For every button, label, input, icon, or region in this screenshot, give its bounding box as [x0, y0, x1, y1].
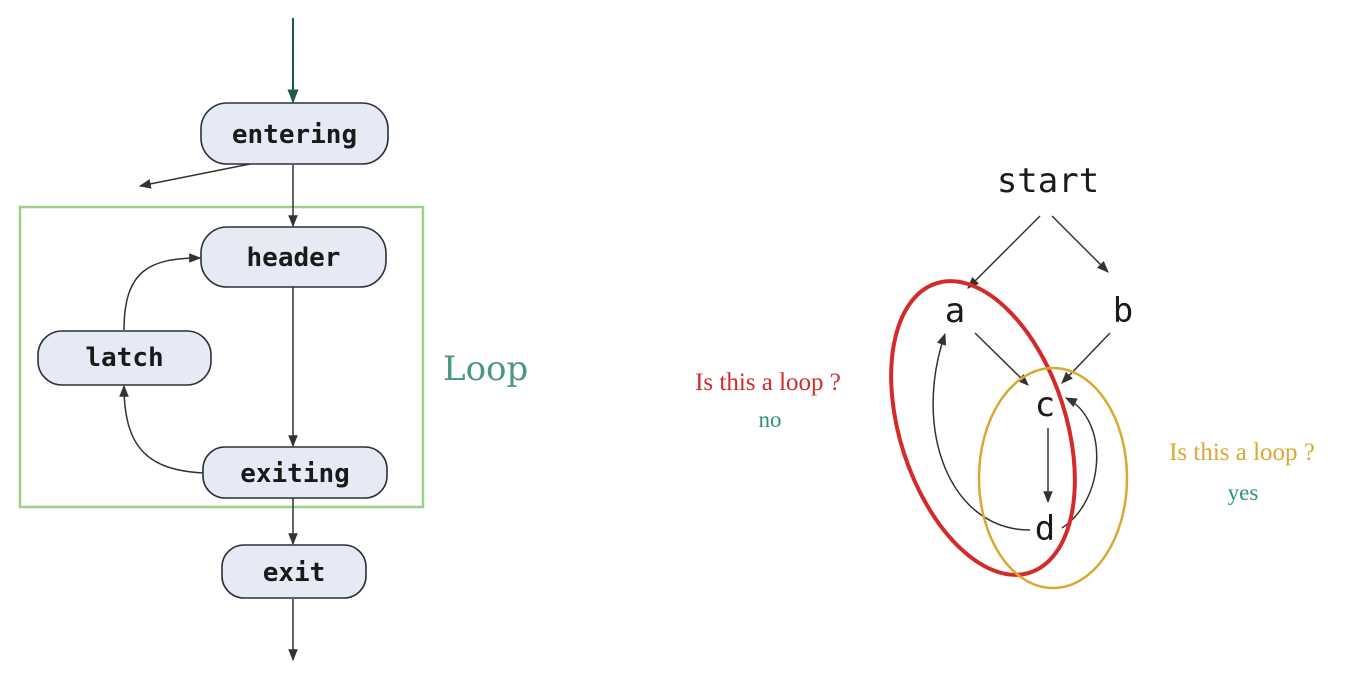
- edge-b-c: [1061, 332, 1111, 384]
- edge-d-c: [1061, 397, 1098, 529]
- node-latch: latch: [37, 330, 212, 386]
- loop-box: [18, 205, 425, 509]
- red-answer: no: [759, 407, 782, 432]
- node-exiting-label: exiting: [240, 459, 350, 489]
- graph-node-c: c: [1035, 385, 1055, 425]
- graph-node-d: d: [1035, 509, 1055, 549]
- edge-start-a: [967, 215, 1041, 289]
- yellow-loop-ellipse: [977, 366, 1129, 590]
- edge-a-c: [974, 332, 1029, 386]
- node-latch-label: latch: [85, 343, 163, 373]
- node-exit-label: exit: [263, 558, 326, 588]
- edge-start-b: [1051, 215, 1109, 273]
- node-exit: exit: [221, 544, 367, 599]
- edge-exiting-latch: [119, 384, 204, 474]
- node-entering: entering: [200, 102, 389, 165]
- node-exiting: exiting: [202, 446, 388, 499]
- graph-node-b: b: [1113, 291, 1133, 331]
- edge-entering-out: [138, 163, 251, 189]
- loop-label: Loop: [443, 349, 528, 389]
- graph-node-start: start: [997, 161, 1099, 201]
- edge-d-a: [932, 332, 1031, 531]
- node-header: header: [200, 226, 387, 288]
- yellow-answer: yes: [1228, 480, 1259, 505]
- red-loop-ellipse: [889, 279, 1077, 577]
- graph-node-a: a: [945, 291, 965, 331]
- edge-latch-header: [123, 253, 202, 331]
- yellow-question: Is this a loop ?: [1169, 439, 1315, 466]
- node-header-label: header: [247, 243, 341, 273]
- red-question: Is this a loop ?: [695, 369, 841, 396]
- node-entering-label: entering: [232, 120, 357, 150]
